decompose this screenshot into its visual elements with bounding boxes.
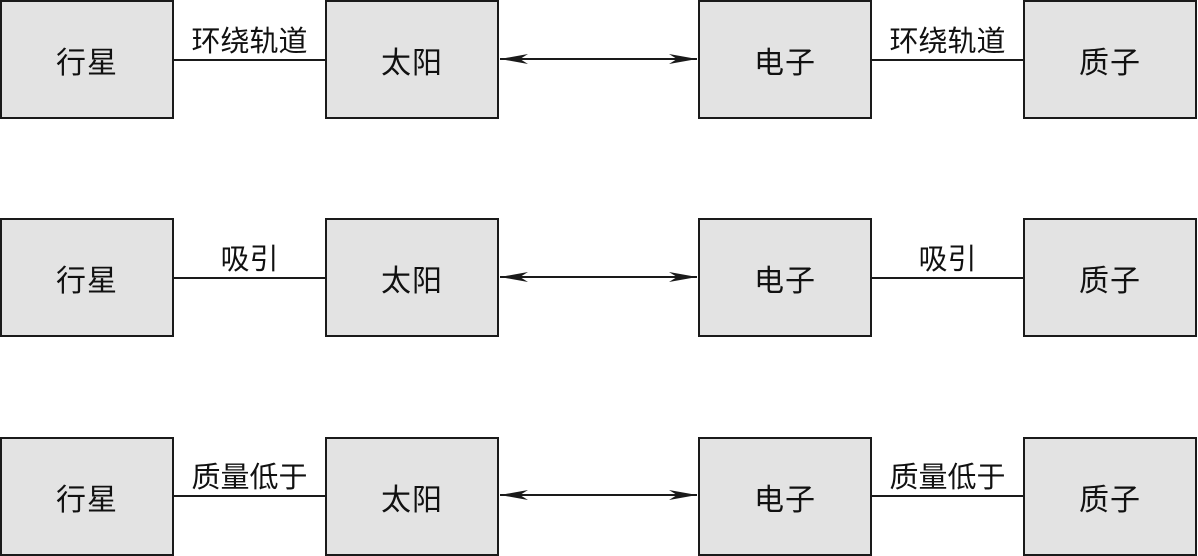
double-arrow-row1 xyxy=(500,54,697,64)
box-planet-row2: 行星 xyxy=(0,218,174,337)
double-arrow-row3 xyxy=(500,490,697,500)
box-proton-row2: 质子 xyxy=(1023,218,1197,337)
relation-label-right-row3: 质量低于 xyxy=(889,460,1006,494)
arrowhead-left-icon xyxy=(500,272,528,282)
relation-label-left-row3: 质量低于 xyxy=(191,460,308,494)
arrowhead-left-icon xyxy=(500,490,528,500)
relation-label-right-row1: 环绕轨道 xyxy=(889,24,1006,58)
box-proton-row3: 质子 xyxy=(1023,437,1197,556)
arrowhead-right-icon xyxy=(669,272,697,282)
arrowhead-right-icon xyxy=(669,54,697,64)
box-proton-row1: 质子 xyxy=(1023,0,1197,119)
double-arrow-row2 xyxy=(500,272,697,282)
link-planet-sun-row3 xyxy=(174,495,325,497)
link-electron-proton-row1 xyxy=(872,59,1023,61)
link-planet-sun-row1 xyxy=(174,59,325,61)
box-sun-row3: 太阳 xyxy=(325,437,499,556)
box-sun-row1: 太阳 xyxy=(325,0,499,119)
link-electron-proton-row2 xyxy=(872,277,1023,279)
relation-label-left-row1: 环绕轨道 xyxy=(191,24,308,58)
box-planet-row3: 行星 xyxy=(0,437,174,556)
box-electron-row2: 电子 xyxy=(698,218,872,337)
link-electron-proton-row3 xyxy=(872,495,1023,497)
arrowhead-left-icon xyxy=(500,54,528,64)
link-planet-sun-row2 xyxy=(174,277,325,279)
arrowhead-right-icon xyxy=(669,490,697,500)
relation-label-left-row2: 吸引 xyxy=(220,242,279,276)
box-electron-row1: 电子 xyxy=(698,0,872,119)
box-sun-row2: 太阳 xyxy=(325,218,499,337)
box-planet-row1: 行星 xyxy=(0,0,174,119)
box-electron-row3: 电子 xyxy=(698,437,872,556)
relation-label-right-row2: 吸引 xyxy=(918,242,977,276)
